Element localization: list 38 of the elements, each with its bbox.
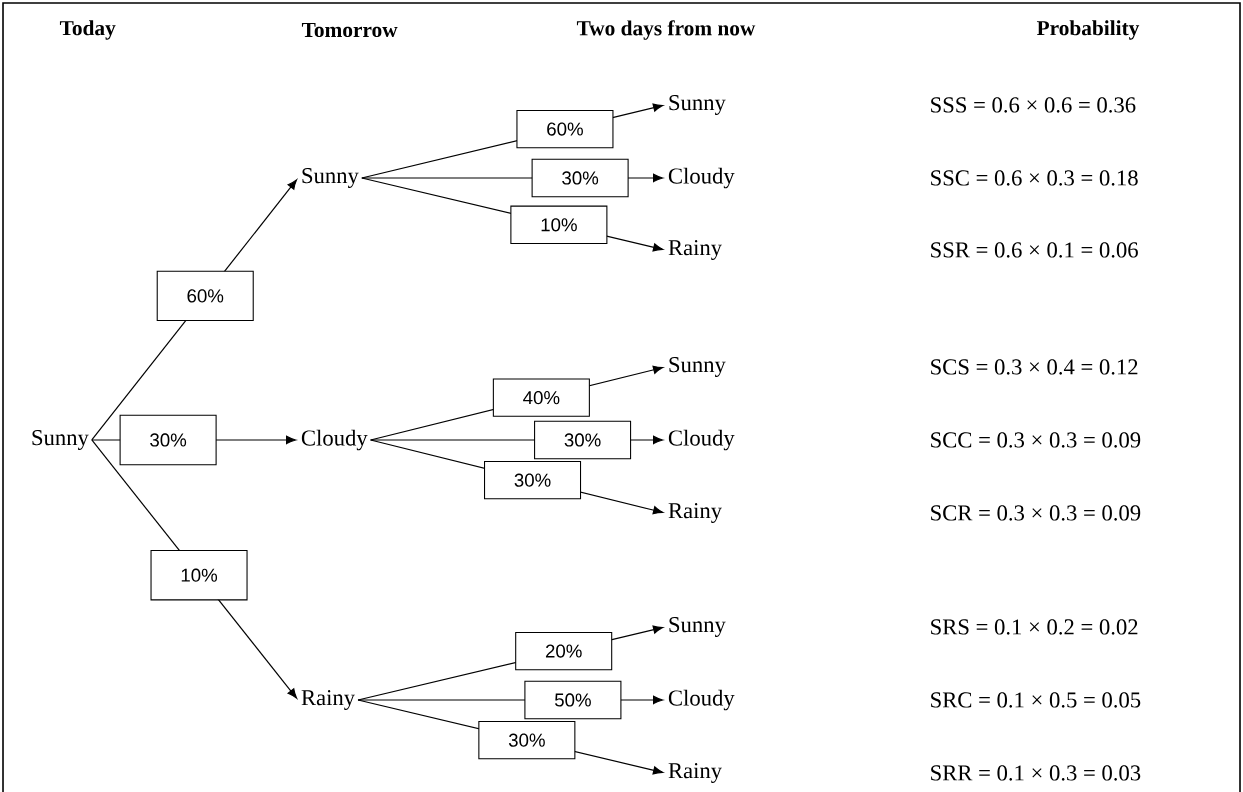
probability-formula: SCC = 0.3 × 0.3 = 0.09: [931, 432, 1141, 448]
probability-formula: SSR = 0.6 × 0.1 = 0.06: [931, 242, 1138, 258]
column-heading: Today: [59, 20, 116, 40]
outcome-label: Cloudy: [668, 167, 735, 189]
edge-label: 10%: [510, 205, 608, 244]
probability-formula: SCR = 0.3 × 0.3 = 0.09: [931, 505, 1141, 521]
outcome-label: Rainy: [668, 503, 722, 523]
probability-formula: SSC = 0.6 × 0.3 = 0.18: [931, 170, 1138, 186]
probability-formula: SRS = 0.1 × 0.2 = 0.02: [931, 619, 1138, 635]
outcome-label: Cloudy: [668, 429, 735, 451]
outcome-label: Sunny: [32, 430, 89, 450]
probability-formula: SRC = 0.1 × 0.5 = 0.05: [931, 692, 1141, 708]
column-heading: Tomorrow: [301, 22, 398, 38]
outcome-label: Cloudy: [668, 689, 735, 711]
column-heading: Probability: [1036, 20, 1140, 40]
edge-label: 60%: [156, 270, 254, 322]
probability-formula: SCS = 0.3 × 0.4 = 0.12: [931, 359, 1138, 375]
edge-label: 60%: [516, 109, 614, 149]
edge-label: 20%: [515, 631, 613, 671]
outcome-label: Rainy: [668, 240, 722, 260]
edge-label: 10%: [150, 550, 248, 601]
edge-label: 50%: [524, 680, 622, 720]
edge-label: 30%: [119, 414, 217, 466]
probability-formula: SRR = 0.1 × 0.3 = 0.03: [931, 765, 1141, 781]
outcome-label: Sunny: [302, 168, 359, 188]
outcome-label: Cloudy: [301, 429, 368, 451]
outcome-label: Rainy: [301, 690, 355, 710]
edge-label: 30%: [531, 158, 629, 198]
probability-formula: SSS = 0.6 × 0.6 = 0.36: [931, 97, 1136, 113]
outcome-label: Sunny: [669, 95, 726, 115]
column-heading: Two days from now: [576, 20, 756, 40]
outcome-label: Sunny: [669, 617, 726, 637]
outcome-label: Sunny: [669, 357, 726, 377]
outcome-label: Rainy: [668, 763, 722, 783]
edge-label: 40%: [492, 378, 590, 417]
edge-label: 30%: [534, 420, 632, 460]
edge-label: 30%: [484, 460, 582, 500]
edge-label: 30%: [478, 720, 576, 760]
